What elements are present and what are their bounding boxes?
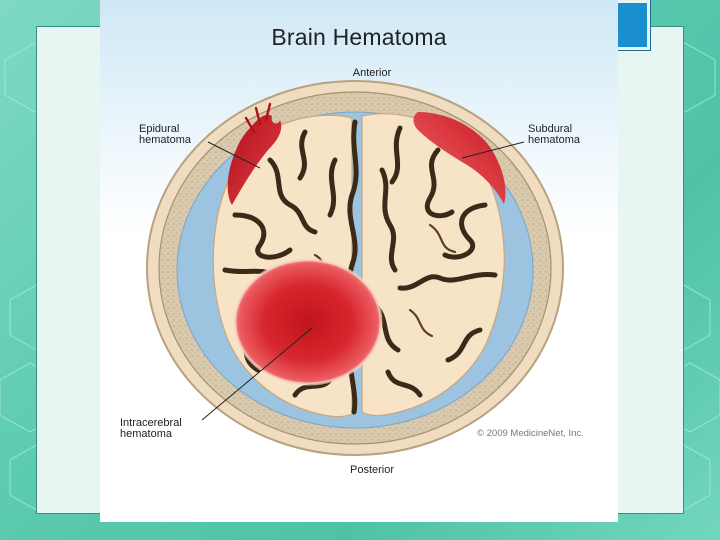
corner-accent-block [614, 0, 650, 50]
label-epidural-line2: hematoma [139, 135, 191, 146]
label-subdural-hematoma: Subdural hematoma [528, 124, 580, 146]
label-epidural-hematoma: Epidural hematoma [139, 124, 191, 146]
copyright-notice: © 2009 MedicineNet, Inc. [477, 428, 584, 439]
brain-hematoma-figure: Brain Hematoma [100, 0, 618, 522]
label-intracerebral-hematoma: Intracerebral hematoma [120, 418, 182, 440]
label-subdural-line2: hematoma [528, 135, 580, 146]
label-intracerebral-line2: hematoma [120, 429, 182, 440]
label-anterior: Anterior [322, 68, 422, 79]
label-posterior: Posterior [322, 465, 422, 476]
